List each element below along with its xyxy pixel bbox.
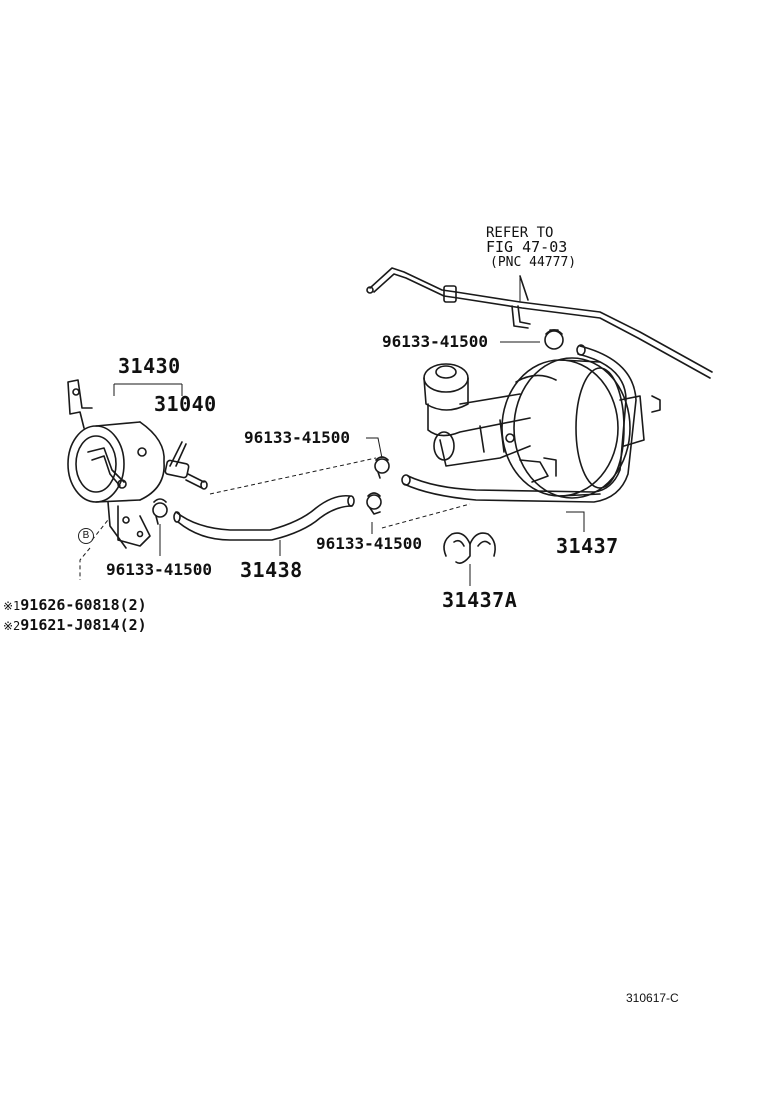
brake-booster-icon [501, 357, 661, 499]
hose-clamp-icon [544, 329, 564, 350]
part-label-31437a: 31437A [442, 588, 518, 612]
refer-label-line3: (PNC 44777) [490, 255, 577, 270]
clamp-label-mid-left: 96133-41500 [244, 428, 350, 447]
part-label-31437: 31437 [556, 534, 619, 558]
b-circle-mark: B [78, 528, 94, 544]
hose-clamp-icon [152, 498, 168, 525]
note-line-2: ※291621-J0814(2) [3, 618, 147, 633]
clamp-label-top: 96133-41500 [382, 332, 488, 351]
note-part-2: 91621-J0814(2) [20, 616, 147, 634]
note-mark-2: ※2 [3, 619, 21, 633]
refer-label-line2: FIG 47-03 [486, 238, 568, 256]
hose-clamp-icon [374, 456, 390, 479]
refer-label-line1: REFER TO [486, 225, 554, 241]
part-label-31438: 31438 [240, 558, 303, 582]
vacuum-tank-icon [67, 379, 165, 549]
hose-clip-icon [443, 532, 496, 564]
hose-31437 [401, 344, 637, 503]
note-part-1: 91626-60818(2) [20, 596, 147, 614]
part-label-31040: 31040 [154, 392, 217, 416]
figure-code: 310617-C [626, 991, 679, 1005]
check-valve-icon [164, 441, 208, 490]
hose-31438 [173, 494, 355, 541]
clamp-label-bottom-left: 96133-41500 [106, 560, 212, 579]
hose-clamp-icon [366, 492, 382, 515]
note-line-1: ※191626-60818(2) [3, 598, 147, 613]
note-mark-1: ※1 [3, 599, 21, 613]
clamp-label-mid-right: 96133-41500 [316, 534, 422, 553]
master-cylinder-icon [423, 363, 531, 467]
vacuum-pipe-icon [366, 267, 713, 379]
part-label-31430: 31430 [118, 354, 181, 378]
